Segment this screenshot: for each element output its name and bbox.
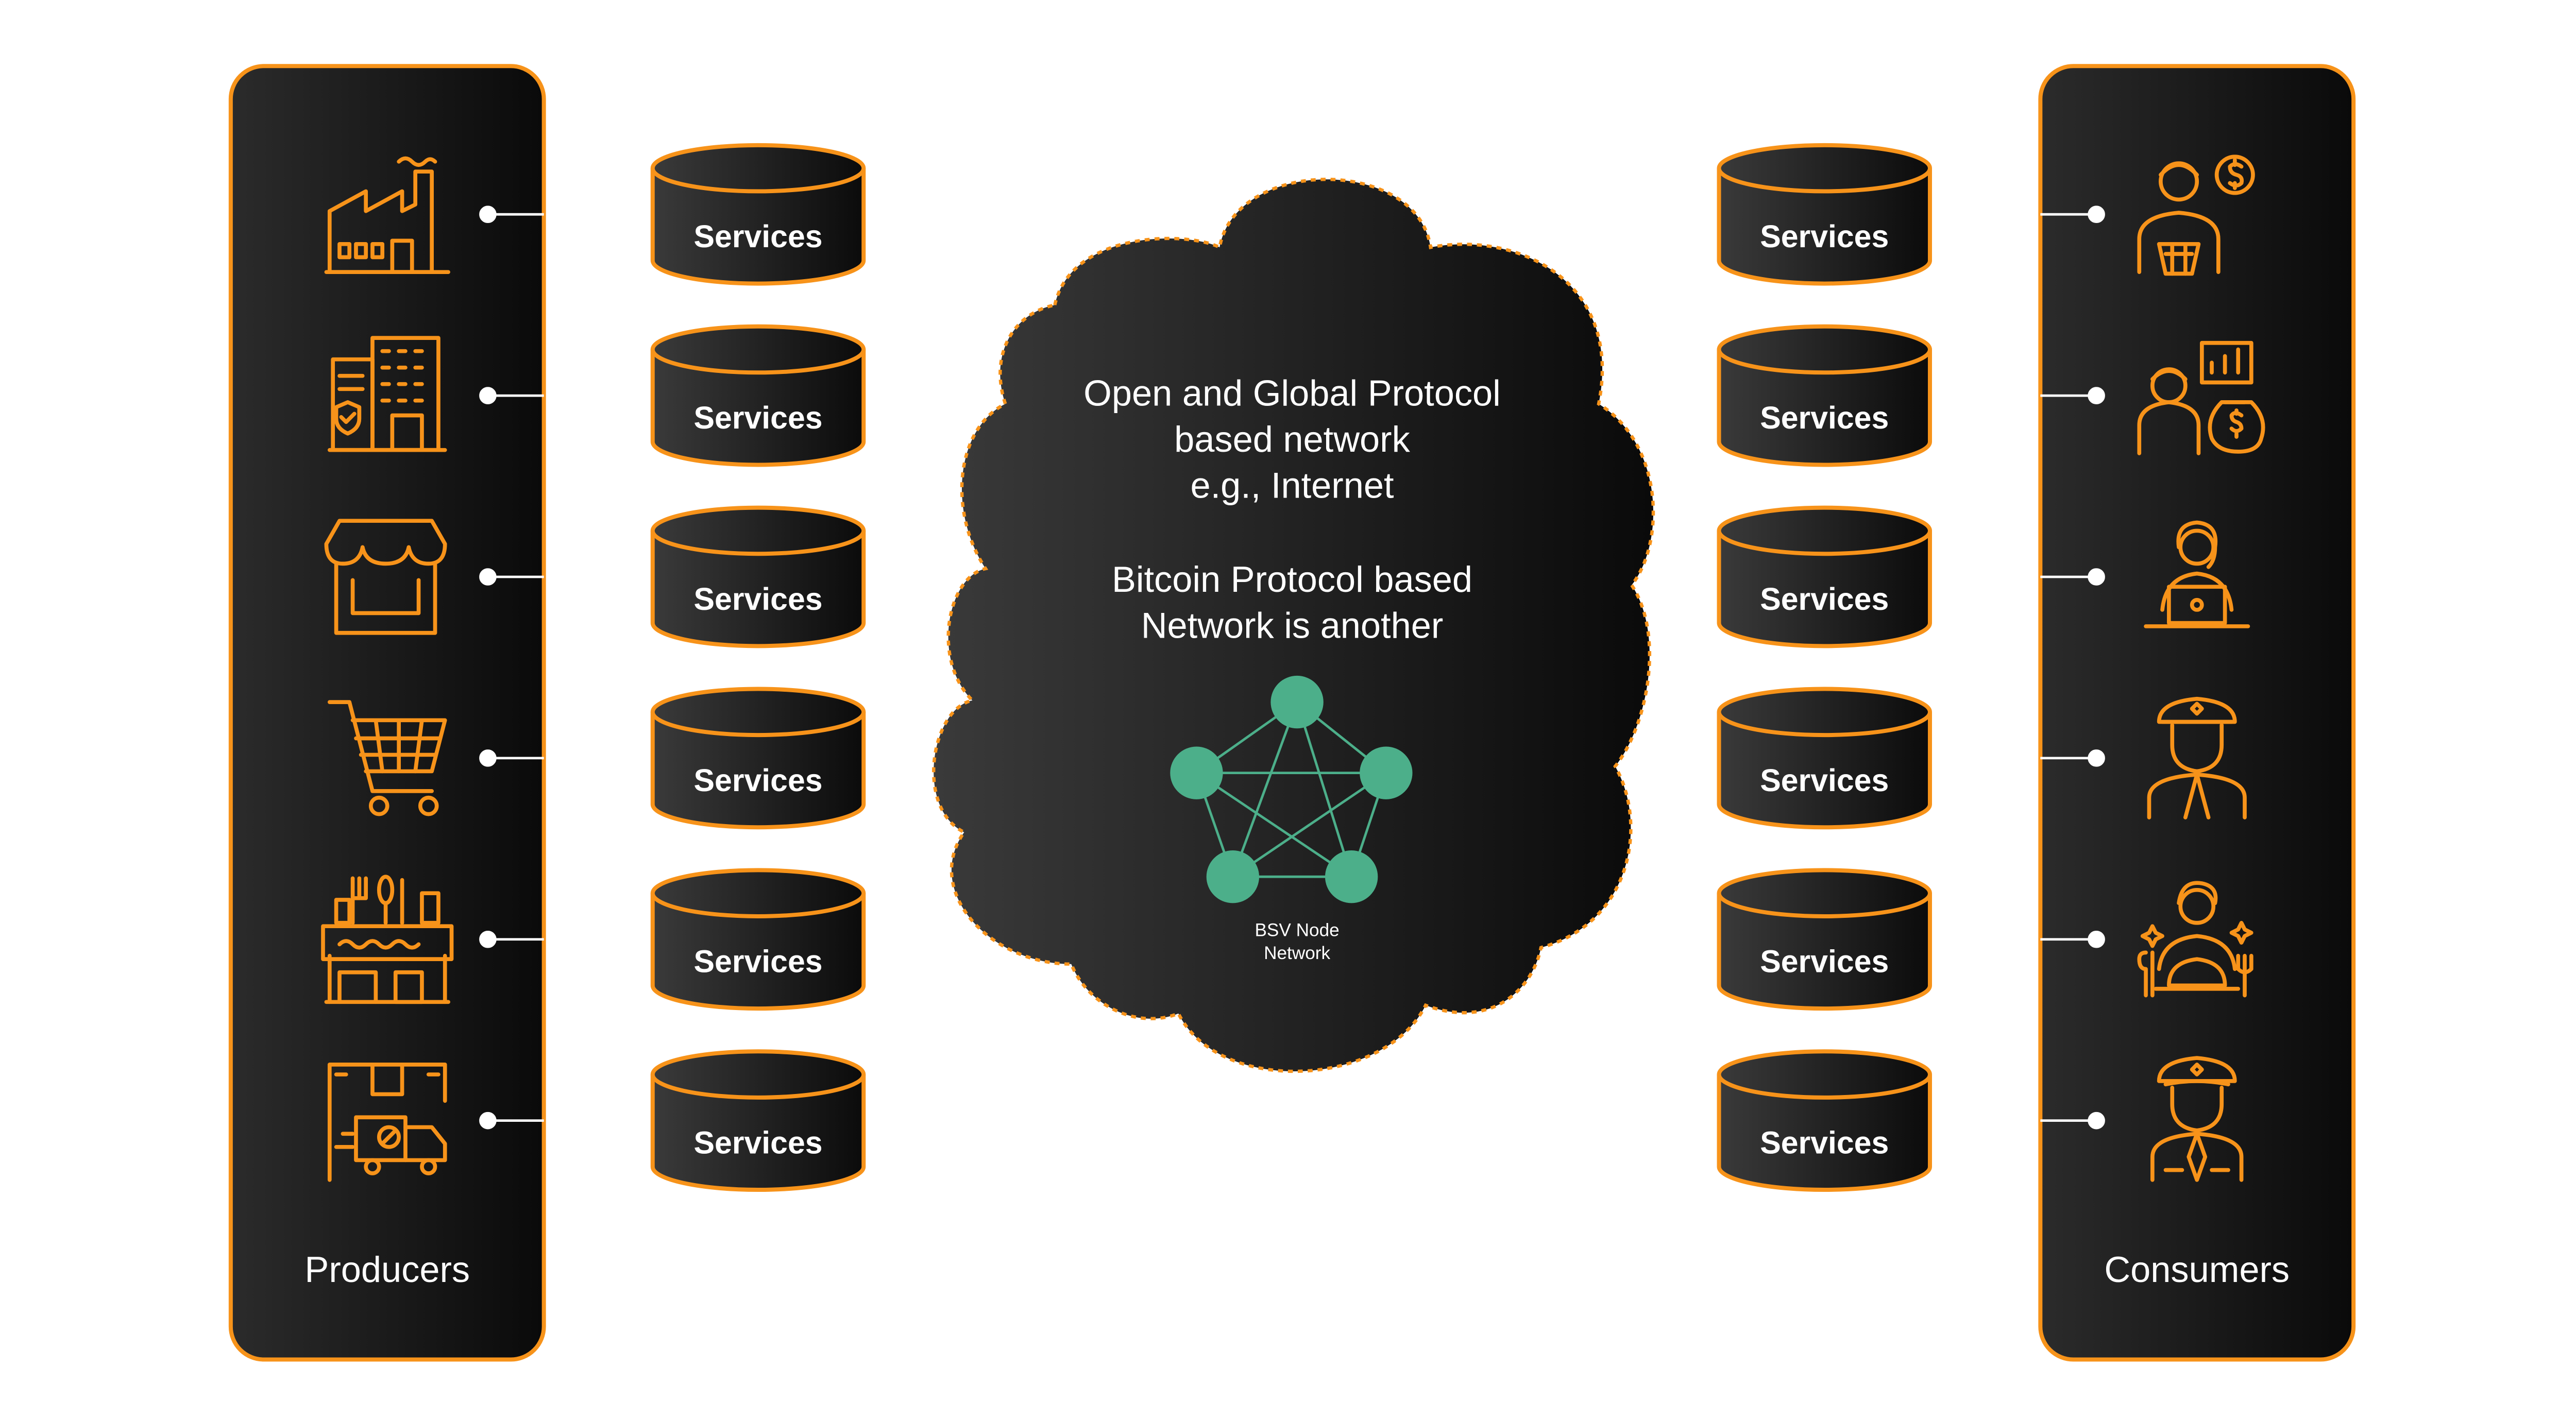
producers-panel: Producers	[228, 64, 546, 1362]
network-node	[1206, 850, 1260, 903]
services-cylinder: Services	[650, 324, 866, 467]
services-label: Services	[694, 1125, 823, 1160]
services-label: Services	[694, 944, 823, 979]
cloud-text-line: Open and Global Protocol	[1083, 372, 1501, 413]
services-cylinder: Services	[650, 505, 866, 648]
cloud-text-line: based network	[1174, 419, 1410, 459]
producer-connectors	[479, 206, 544, 1130]
services-label: Services	[1760, 400, 1889, 435]
services-cylinder: Services	[650, 687, 866, 830]
services-right-column: Services Services Services Services Serv…	[1717, 143, 1932, 1192]
cloud-text-line: Network is another	[1141, 605, 1444, 645]
police-officer-icon	[2147, 696, 2247, 819]
services-left-column: Services Services Services Services Serv…	[650, 143, 866, 1192]
customer-payment-icon	[2137, 155, 2255, 276]
storefront-icon	[324, 519, 447, 635]
services-cylinder: Services	[650, 1049, 866, 1192]
services-cylinder: Services	[1717, 143, 1932, 286]
services-cylinder: Services	[1717, 1049, 1932, 1192]
producers-label: Producers	[304, 1249, 470, 1290]
services-cylinder: Services	[650, 143, 866, 286]
consumers-label: Consumers	[2104, 1249, 2290, 1290]
network-node	[1360, 746, 1413, 799]
services-label: Services	[1760, 763, 1889, 798]
services-cylinder: Services	[1717, 324, 1932, 467]
factory-icon	[324, 156, 450, 275]
network-cloud: Open and Global Protocol based network e…	[932, 178, 1655, 1073]
office-building-icon	[327, 336, 447, 452]
cloud-text-line: e.g., Internet	[1190, 465, 1394, 505]
services-label: Services	[694, 763, 823, 798]
network-node	[1325, 850, 1378, 903]
services-cylinder: Services	[1717, 505, 1932, 648]
services-label: Services	[694, 582, 823, 617]
network-node	[1170, 746, 1223, 799]
delivery-truck-icon	[327, 1063, 447, 1182]
services-label: Services	[694, 400, 823, 435]
remote-worker-icon	[2144, 520, 2250, 628]
pilot-icon	[2150, 1056, 2244, 1182]
services-label: Services	[694, 219, 823, 254]
waiter-icon	[2137, 881, 2253, 998]
bsv-node-network-graph: BSV Node Network	[1170, 675, 1413, 963]
network-label-line: BSV Node	[1255, 920, 1339, 940]
network-node	[1270, 675, 1324, 729]
cloud-text-line: Bitcoin Protocol based	[1112, 559, 1472, 600]
services-label: Services	[1760, 219, 1889, 254]
services-cylinder: Services	[1717, 868, 1932, 1011]
restaurant-icon	[321, 875, 454, 1004]
services-cylinder: Services	[1717, 687, 1932, 830]
services-label: Services	[1760, 1125, 1889, 1160]
network-label-line: Network	[1264, 943, 1330, 963]
investor-icon	[2137, 340, 2265, 455]
shopping-cart-icon	[327, 700, 447, 816]
services-label: Services	[1760, 944, 1889, 979]
consumer-connectors	[2040, 206, 2105, 1130]
services-label: Services	[1760, 582, 1889, 617]
services-cylinder: Services	[650, 868, 866, 1011]
